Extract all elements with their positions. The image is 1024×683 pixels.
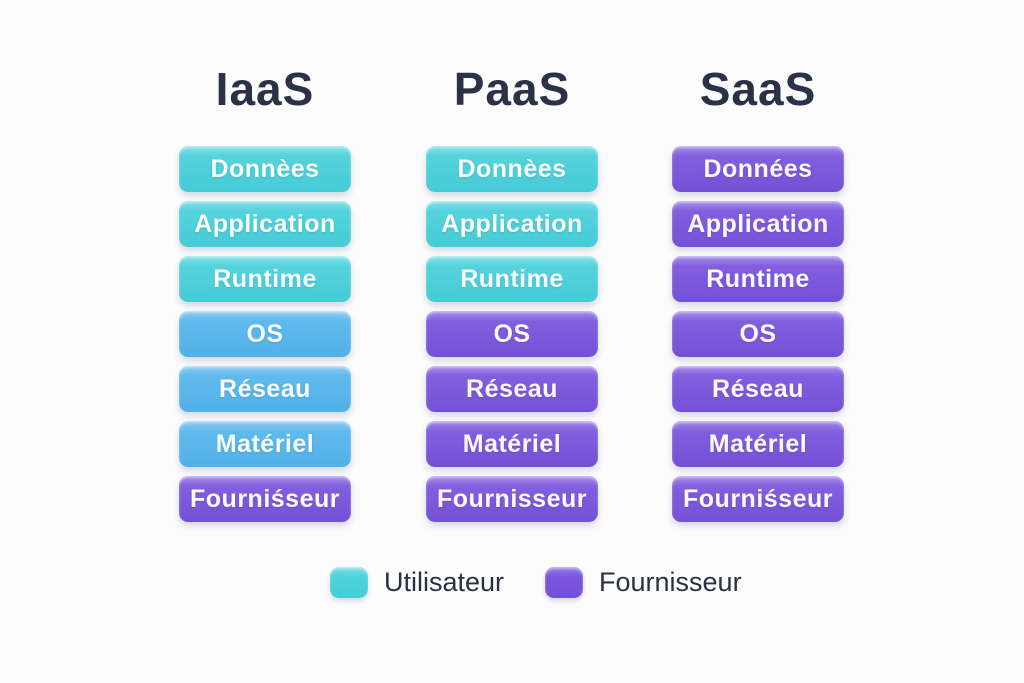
column-header-saas: SaaS: [699, 63, 817, 115]
paas-box-runtime: Runtime: [426, 256, 598, 302]
paas-box-reseau: Réseau: [426, 366, 598, 412]
legend-swatch-fournisseur: [545, 567, 583, 598]
saas-box-fournisseur: Fourniśseur: [672, 476, 844, 522]
iaas-box-runtime: Runtime: [179, 256, 351, 302]
column-header-iaas: IaaS: [215, 63, 315, 115]
saas-box-reseau: Réseau: [672, 366, 844, 412]
iaas-box-donnees: Donnèes: [179, 146, 351, 192]
legend-label-fournisseur: Fournisseur: [599, 567, 742, 597]
saas-box-donnees: Données: [672, 146, 844, 192]
saas-box-materiel: Matériel: [672, 421, 844, 467]
saas-box-application: Application: [672, 201, 844, 247]
saas-box-os: OS: [672, 311, 844, 357]
paas-box-materiel: Matériel: [426, 421, 598, 467]
legend-swatch-utilisateur: [330, 567, 368, 598]
column-paas: Donnèes Application Runtime OS Réseau Ma…: [426, 146, 598, 531]
iaas-box-fournisseur: Fourniśseur: [179, 476, 351, 522]
paas-box-os: OS: [426, 311, 598, 357]
iaas-box-os: OS: [179, 311, 351, 357]
iaas-box-application: Application: [179, 201, 351, 247]
paas-box-donnees: Donnèes: [426, 146, 598, 192]
column-header-paas: PaaS: [453, 63, 571, 115]
iaas-box-reseau: Réseau: [179, 366, 351, 412]
legend-label-utilisateur: Utilisateur: [384, 567, 505, 597]
column-iaas: Donnèes Application Runtime OS Réseau Ma…: [179, 146, 351, 531]
column-saas: Données Application Runtime OS Réseau Ma…: [672, 146, 844, 531]
paas-box-application: Application: [426, 201, 598, 247]
paas-box-fournisseur: Fournisseur: [426, 476, 598, 522]
saas-box-runtime: Runtime: [672, 256, 844, 302]
iaas-box-materiel: Matériel: [179, 421, 351, 467]
